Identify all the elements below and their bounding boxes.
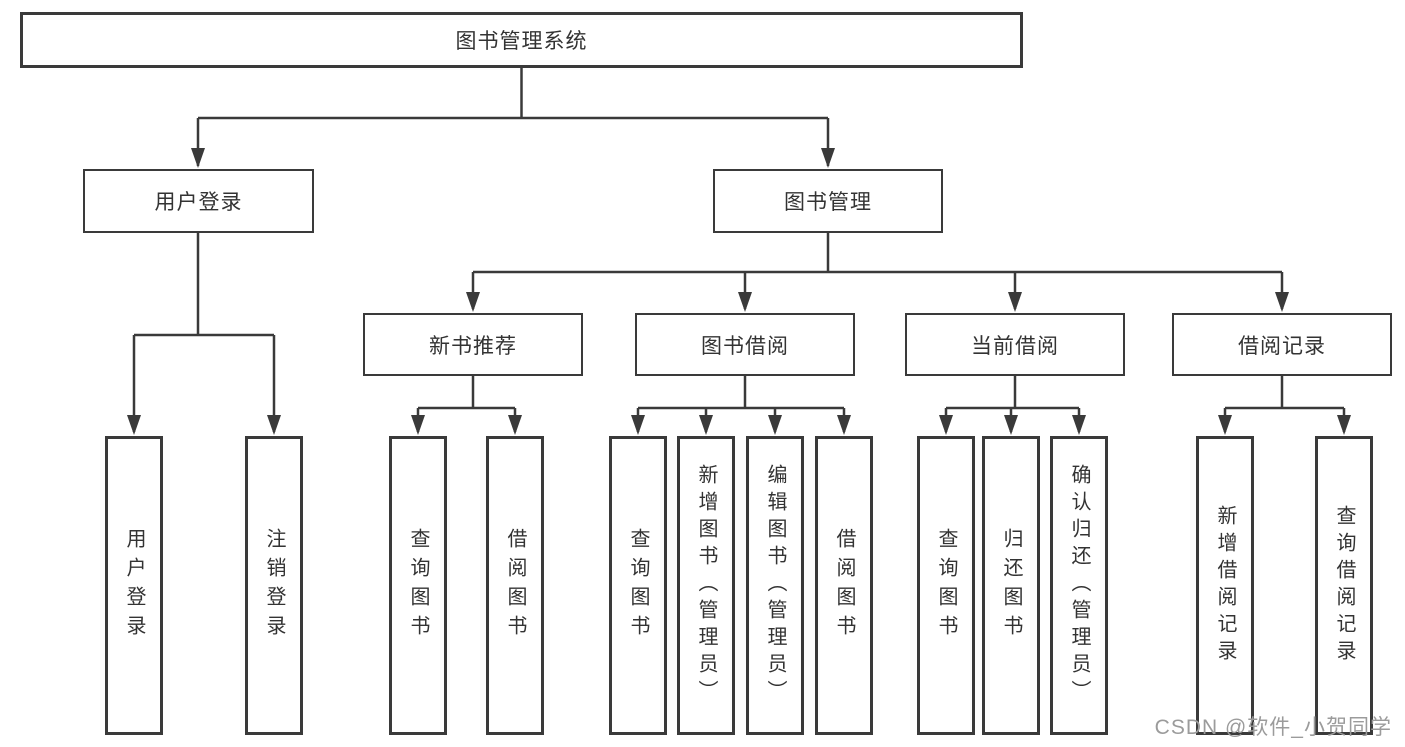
node-label: 用户登录 [154,191,243,214]
leaf-label: 查询图书 [407,527,429,644]
leaf-confirm-return-admin: 确认归还（管理员） [1050,436,1108,735]
leaf-edit-book-admin: 编辑图书（管理员） [746,436,804,735]
leaf-label: 新增图书（管理员） [695,464,717,707]
leaf-borrow-books: 借阅图书 [815,436,873,735]
leaf-query-borrow-record: 查询借阅记录 [1315,436,1373,735]
leaf-query-books-recommend: 查询图书 [389,436,447,735]
leaf-query-books-current: 查询图书 [917,436,975,735]
node-system-root: 图书管理系统 [20,12,1023,68]
leaf-label: 查询图书 [627,527,649,644]
leaf-query-books-borrow: 查询图书 [609,436,667,735]
node-book-management-branch: 图书管理 [713,169,943,233]
node-book-borrow: 图书借阅 [635,313,855,376]
csdn-watermark: CSDN @软件_小贺同学 [1154,716,1392,739]
leaf-label: 用户登录 [123,527,145,644]
leaf-add-borrow-record: 新增借阅记录 [1196,436,1254,735]
node-label: 图书管理系统 [455,30,588,53]
node-label: 图书管理 [784,191,872,214]
node-user-login-branch: 用户登录 [83,169,314,233]
node-new-book-recommend: 新书推荐 [363,313,583,376]
leaf-label: 归还图书 [1000,527,1022,644]
leaf-label: 借阅图书 [504,527,526,644]
node-label: 图书借阅 [701,334,789,358]
leaf-label: 确认归还（管理员） [1068,464,1090,707]
leaf-label: 注销登录 [263,527,285,644]
leaf-label: 编辑图书（管理员） [764,464,786,707]
leaf-label: 查询借阅记录 [1333,504,1355,667]
node-label: 新书推荐 [429,334,517,358]
leaf-logout: 注销登录 [245,436,303,735]
node-label: 借阅记录 [1238,334,1326,358]
leaf-label: 借阅图书 [833,527,855,644]
leaf-label: 查询图书 [935,527,957,644]
leaf-add-book-admin: 新增图书（管理员） [677,436,735,735]
node-borrow-records: 借阅记录 [1172,313,1392,376]
leaf-label: 新增借阅记录 [1214,504,1236,667]
leaf-borrow-books-recommend: 借阅图书 [486,436,544,735]
node-label: 当前借阅 [971,334,1059,358]
leaf-return-book: 归还图书 [982,436,1040,735]
node-current-borrow: 当前借阅 [905,313,1125,376]
leaf-user-login: 用户登录 [105,436,163,735]
